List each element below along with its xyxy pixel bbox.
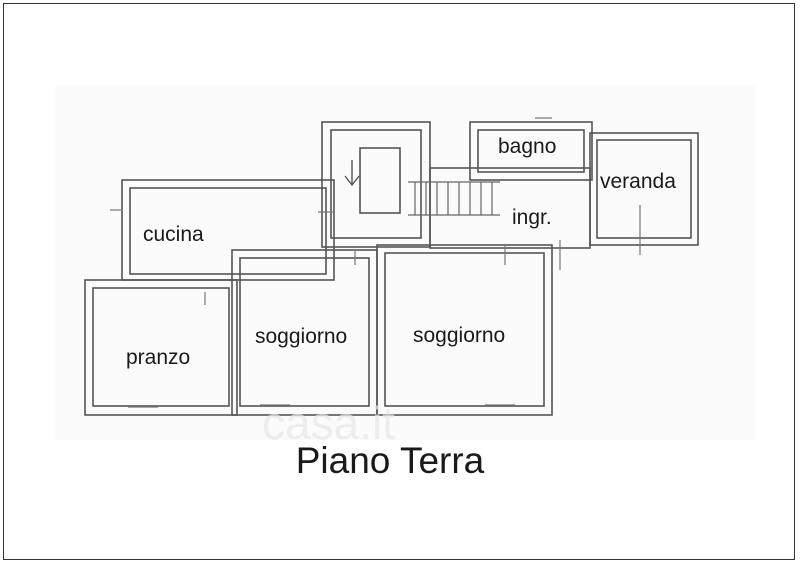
room-label-bagno: bagno <box>498 135 557 158</box>
wall-soggiorno-right <box>376 244 553 416</box>
openings <box>110 117 641 408</box>
page-frame <box>3 3 795 560</box>
wall-bagno <box>469 121 593 181</box>
wall-cucina-inner <box>129 187 327 275</box>
stair-treads <box>408 181 500 216</box>
wall-soggiorno-right-inner <box>384 252 545 407</box>
room-label-veranda: veranda <box>600 170 676 193</box>
wall-veranda <box>589 132 699 246</box>
wall-veranda-inner <box>596 139 692 239</box>
scan-background <box>55 85 755 440</box>
room-label-pranzo: pranzo <box>126 346 191 369</box>
room-label-ingresso: ingr. <box>512 206 552 229</box>
wall-stair-inner <box>330 129 422 239</box>
room-label-cucina: cucina <box>143 223 204 246</box>
stair-core <box>359 147 401 214</box>
wall-soggiorno-left-inner <box>239 257 370 407</box>
watermark: casa.it <box>262 397 395 449</box>
wall-pranzo <box>84 279 238 416</box>
room-label-soggiorno-right: soggiorno <box>413 324 506 347</box>
wall-bagno-inner <box>477 129 585 173</box>
wall-pranzo-inner <box>92 287 230 407</box>
stair-arrow <box>344 160 360 187</box>
room-label-soggiorno-left: soggiorno <box>255 325 348 348</box>
walls <box>84 121 699 416</box>
floor-title: Piano Terra <box>295 440 485 481</box>
